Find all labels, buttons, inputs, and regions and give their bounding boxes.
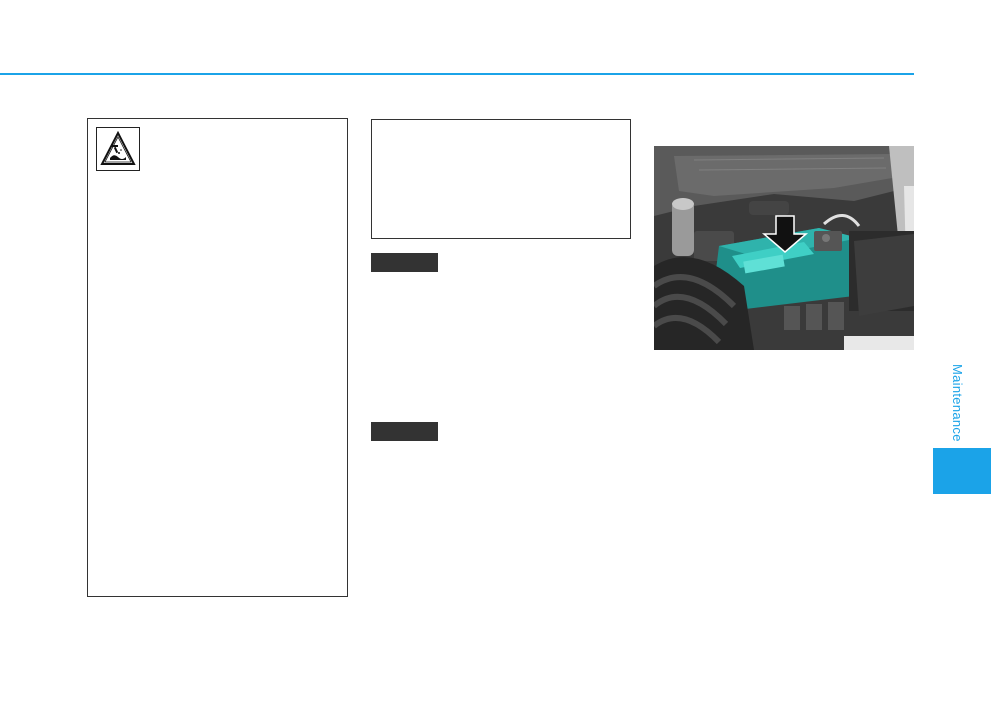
section-label-1	[371, 253, 438, 272]
acid-corrosion-warning-icon	[100, 131, 136, 165]
header-rule	[0, 73, 914, 75]
note-box	[371, 119, 631, 239]
section-label-2	[371, 422, 438, 441]
warning-icon-frame	[96, 127, 140, 171]
down-arrow-icon	[761, 215, 809, 253]
warning-box	[87, 118, 348, 597]
side-tab-label: Maintenance	[950, 364, 965, 442]
chapter-tab-block	[933, 448, 991, 494]
battery-photo	[654, 146, 914, 350]
